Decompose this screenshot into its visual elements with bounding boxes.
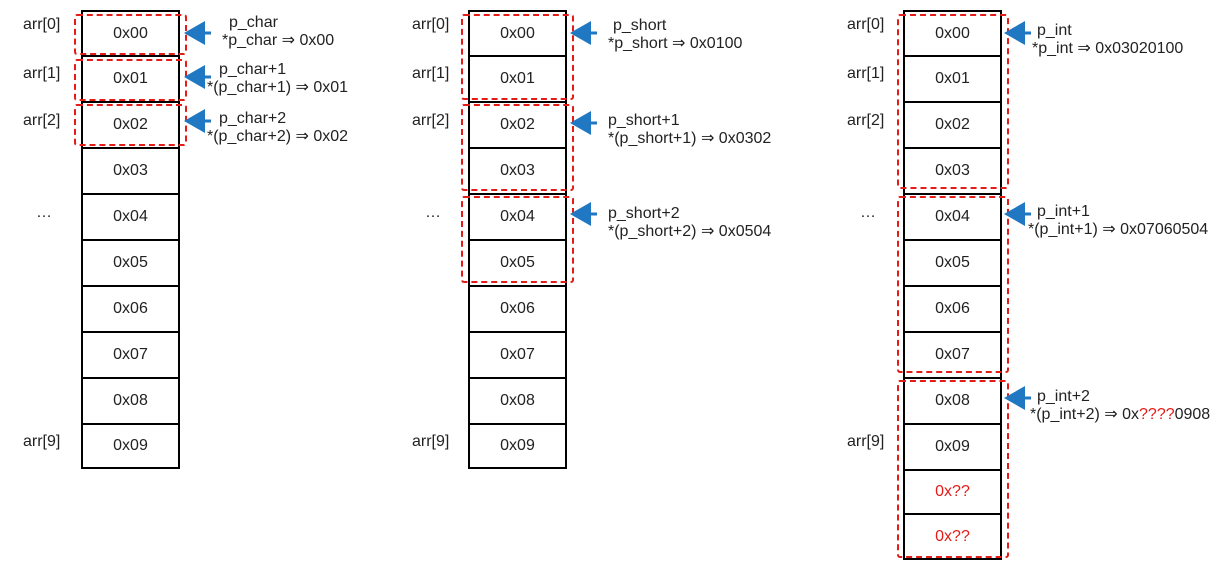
pointer-annotation: p_int *p_int ⇒ 0x03020100 xyxy=(1032,22,1183,58)
pointer-name: p_char xyxy=(229,14,278,31)
pointer-annotation: p_short *p_short ⇒ 0x0100 xyxy=(608,17,742,53)
pointer-name: p_int xyxy=(1037,22,1072,39)
memory-cell: 0x03 xyxy=(903,147,1002,195)
index-label-arr2: arr[2] xyxy=(23,112,61,129)
pointer-deref: *p_char ⇒ 0x00 xyxy=(222,32,335,49)
index-label-ellipsis: … xyxy=(860,204,876,221)
pointer-annotation: p_short+2 *(p_short+2) ⇒ 0x0504 xyxy=(608,205,771,241)
index-label-arr9: arr[9] xyxy=(23,433,61,450)
index-label-arr0: arr[0] xyxy=(23,16,61,33)
pointer-annotation: p_char *p_char ⇒ 0x00 xyxy=(222,14,334,50)
index-label-arr1: arr[1] xyxy=(23,65,61,82)
index-label-arr0: arr[0] xyxy=(412,16,450,33)
index-label-arr0: arr[0] xyxy=(847,16,885,33)
index-label-arr2: arr[2] xyxy=(412,112,450,129)
pointer-name: p_int+1 xyxy=(1037,203,1090,220)
pointer-deref: *(p_int+2) ⇒ 0x????0908 xyxy=(1030,406,1210,424)
memory-cell: 0x08 xyxy=(903,377,1002,425)
pointer-annotation: p_char+2 *(p_char+2) ⇒ 0x02 xyxy=(207,110,348,146)
memory-cell: 0x04 xyxy=(81,193,180,241)
pointer-deref: *p_int ⇒ 0x03020100 xyxy=(1032,40,1184,57)
memory-cell: 0x05 xyxy=(468,239,567,287)
pointer-name: p_short+1 xyxy=(608,112,680,129)
pointer-name: p_int+2 xyxy=(1037,388,1090,405)
memory-cell-unknown: 0x?? xyxy=(903,469,1002,515)
index-label-arr2: arr[2] xyxy=(847,112,885,129)
pointer-annotation: p_int+2 *(p_int+2) ⇒ 0x????0908 xyxy=(1030,388,1210,424)
memory-cell: 0x06 xyxy=(468,285,567,333)
memory-cell-unknown: 0x?? xyxy=(903,513,1002,560)
memory-cell: 0x01 xyxy=(903,55,1002,103)
pointer-deref: *(p_int+1) ⇒ 0x07060504 xyxy=(1028,221,1209,238)
memory-cell: 0x06 xyxy=(903,285,1002,333)
index-label-arr9: arr[9] xyxy=(412,433,450,450)
pointer-name: p_char+1 xyxy=(219,61,287,78)
pointer-annotation: p_char+1 *(p_char+1) ⇒ 0x01 xyxy=(207,61,348,97)
pointer-name: p_char+2 xyxy=(219,110,287,127)
memory-cell: 0x00 xyxy=(468,10,567,57)
memory-cell: 0x09 xyxy=(903,423,1002,471)
pointer-deref: *(p_short+2) ⇒ 0x0504 xyxy=(608,223,772,240)
index-label-arr1: arr[1] xyxy=(412,65,450,82)
memory-cell: 0x06 xyxy=(81,285,180,333)
memory-cell: 0x00 xyxy=(903,10,1002,57)
deref-unknown-bytes: ???? xyxy=(1139,406,1175,423)
pointer-name: p_short+2 xyxy=(608,205,680,222)
index-label-arr1: arr[1] xyxy=(847,65,885,82)
deref-prefix: *(p_int+2) ⇒ 0x xyxy=(1030,406,1140,423)
pointer-name: p_short xyxy=(613,17,667,34)
memory-cell: 0x07 xyxy=(81,331,180,379)
pointer-annotation: p_short+1 *(p_short+1) ⇒ 0x0302 xyxy=(608,112,771,148)
pointer-deref: *p_short ⇒ 0x0100 xyxy=(608,35,743,52)
memory-cell: 0x00 xyxy=(81,10,180,57)
deref-suffix: 0908 xyxy=(1174,406,1211,423)
pointer-deref: *(p_char+1) ⇒ 0x01 xyxy=(207,79,349,96)
pointer-annotation: p_int+1 *(p_int+1) ⇒ 0x07060504 xyxy=(1028,203,1208,239)
memory-cell: 0x07 xyxy=(468,331,567,379)
memory-cell: 0x04 xyxy=(903,193,1002,241)
pointer-deref: *(p_char+2) ⇒ 0x02 xyxy=(207,128,349,145)
memory-cell: 0x09 xyxy=(81,423,180,469)
index-label-ellipsis: … xyxy=(36,204,52,221)
index-label-ellipsis: … xyxy=(425,204,441,221)
pointer-deref: *(p_short+1) ⇒ 0x0302 xyxy=(608,130,772,147)
memory-cell: 0x09 xyxy=(468,423,567,469)
memory-cell: 0x02 xyxy=(903,101,1002,149)
index-label-arr9: arr[9] xyxy=(847,433,885,450)
